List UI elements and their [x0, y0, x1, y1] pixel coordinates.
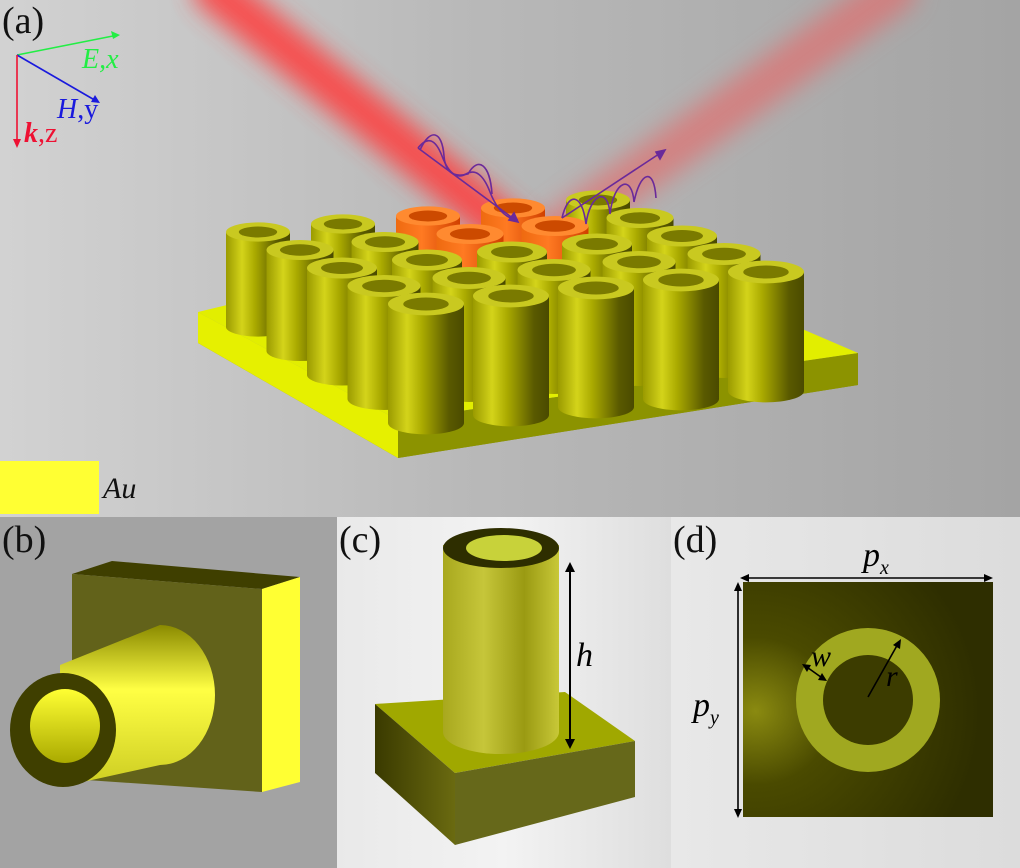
radius-label: r: [886, 660, 898, 693]
incident-beam: [195, 0, 542, 262]
unit-cell-side-view: [10, 561, 300, 792]
panel-d: (d) px py w r: [671, 517, 1020, 868]
panel-label-b: (b): [2, 519, 47, 561]
legend-swatch-au: [0, 461, 99, 514]
nanotube: [388, 292, 464, 435]
legend-label-au: Au: [103, 472, 137, 505]
unit-cell-perspective: [375, 528, 635, 845]
period-x-label: px: [863, 537, 889, 579]
panel-a: (a) E,x H,y k,z Au: [0, 0, 1020, 517]
nanotube: [643, 268, 719, 411]
nanotube: [728, 260, 804, 403]
coordinate-axes: [13, 31, 120, 148]
ring-width-label: w: [811, 640, 832, 673]
nanotube-array: [226, 190, 804, 435]
panel-label-c: (c): [339, 519, 382, 561]
reflected-beam: [538, 0, 915, 252]
panel-label-d: (d): [673, 519, 718, 561]
unit-cell-top-view: [734, 574, 993, 818]
panel-c: (c) h: [337, 517, 671, 868]
period-y-label: py: [693, 687, 719, 729]
array-illustration: [195, 0, 915, 458]
nanotube: [473, 284, 549, 427]
height-label: h: [576, 637, 593, 674]
panel-label-a: (a): [2, 0, 45, 42]
reflected-wave-icon: [561, 148, 667, 225]
panel-b: (b): [0, 517, 337, 868]
incident-wave-icon: [417, 134, 520, 224]
h-field-label: H,y: [57, 94, 99, 125]
k-vector-label: k,z: [24, 118, 58, 149]
nanotube: [558, 276, 634, 419]
e-field-label: E,x: [82, 44, 119, 75]
